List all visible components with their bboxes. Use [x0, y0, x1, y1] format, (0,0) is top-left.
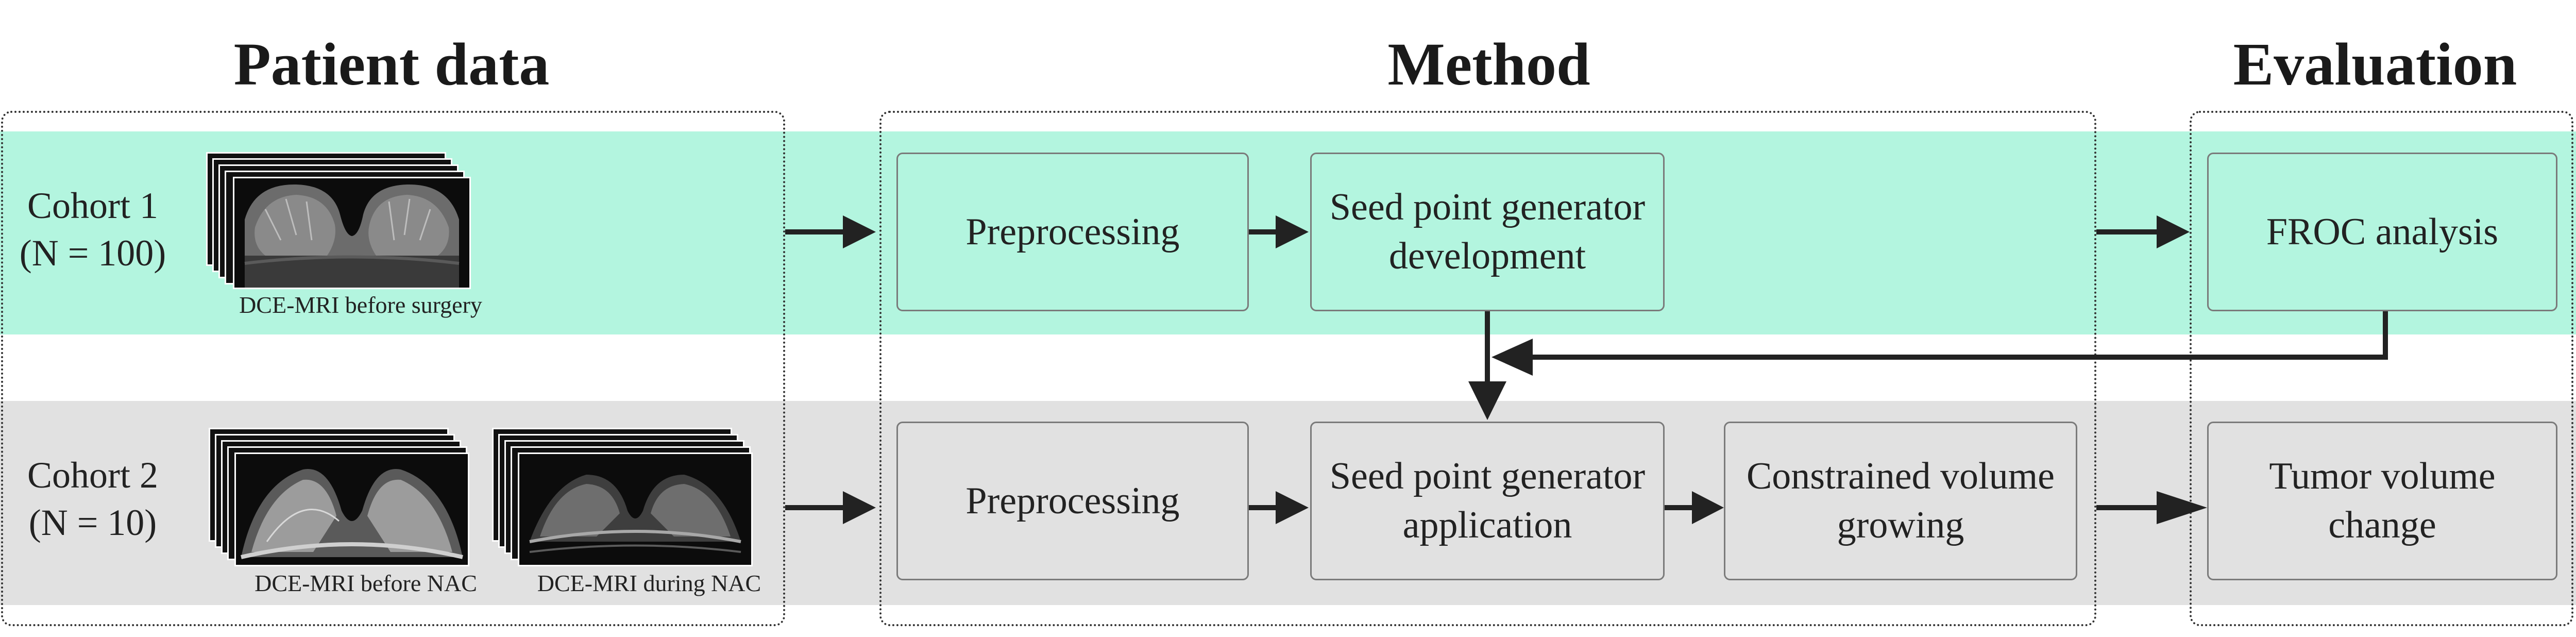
mri-image-before-nac — [234, 452, 469, 566]
cohort-2-name: Cohort 2 — [27, 455, 158, 496]
cohort-2-image-caption-before: DCE-MRI before NAC — [255, 570, 477, 596]
arrowhead-froc-feedback — [1492, 339, 1533, 376]
froc-analysis-label: FROC analysis — [2266, 210, 2499, 253]
cohort-2-mri-stack-during — [492, 428, 781, 567]
arrowhead-preprocessing-to-application — [1276, 491, 1309, 524]
evaluation-title: Evaluation — [2233, 30, 2517, 98]
cohort-2-image-caption-during: DCE-MRI during NAC — [537, 570, 761, 596]
cohort-1-mri-stack — [206, 152, 495, 291]
cohort-1-label: Cohort 1 (N = 100) — [10, 182, 175, 277]
cohort-1-name: Cohort 1 — [27, 185, 158, 226]
constrained-volume-growing-label: Constrained volume growing — [1746, 455, 2055, 546]
preprocessing-label-cohort-1: Preprocessing — [965, 210, 1180, 253]
method-group — [879, 111, 2096, 626]
arrowhead-method-to-froc — [2157, 215, 2190, 248]
cohort-1-size: (N = 100) — [19, 232, 166, 274]
seed-point-generator-development-box: Seed point generator development — [1310, 153, 1665, 311]
mri-image-before-surgery — [233, 177, 471, 289]
seed-point-generator-application-box: Seed point generator application — [1310, 422, 1665, 580]
arrowhead-application-to-volume-growing — [1692, 491, 1724, 524]
arrowhead-preprocessing-to-development — [1276, 215, 1309, 248]
evaluation-group — [2190, 111, 2573, 626]
cohort-2-label: Cohort 2 (N = 10) — [10, 451, 175, 546]
seed-point-generator-application-label: Seed point generator application — [1329, 455, 1646, 546]
cohort-2-size: (N = 10) — [28, 502, 157, 543]
patient-data-title: Patient data — [233, 30, 550, 98]
preprocessing-label-cohort-2: Preprocessing — [965, 479, 1180, 522]
arrow-froc-feedback — [1530, 311, 2388, 360]
arrowhead-patient-to-method-row2 — [843, 491, 876, 524]
froc-analysis-box: FROC analysis — [2207, 153, 2557, 311]
tumor-volume-change-box: Tumor volume change — [2207, 422, 2557, 580]
arrowhead-patient-to-method-row1 — [843, 215, 876, 248]
cohort-2-mri-stack-before — [209, 428, 497, 567]
preprocessing-box-cohort-2: Preprocessing — [896, 422, 1249, 580]
patient-data-group — [1, 111, 785, 626]
arrowhead-development-to-application — [1468, 381, 1506, 420]
mri-image-during-nac — [518, 452, 753, 566]
seed-point-generator-development-label: Seed point generator development — [1329, 186, 1646, 277]
cohort-1-image-caption: DCE-MRI before surgery — [239, 292, 482, 318]
method-title: Method — [1387, 30, 1590, 98]
constrained-volume-growing-box: Constrained volume growing — [1724, 422, 2077, 580]
arrowhead-method-to-tumor-volume — [2157, 491, 2207, 524]
preprocessing-box-cohort-1: Preprocessing — [896, 153, 1249, 311]
tumor-volume-change-label: Tumor volume change — [2269, 455, 2496, 546]
